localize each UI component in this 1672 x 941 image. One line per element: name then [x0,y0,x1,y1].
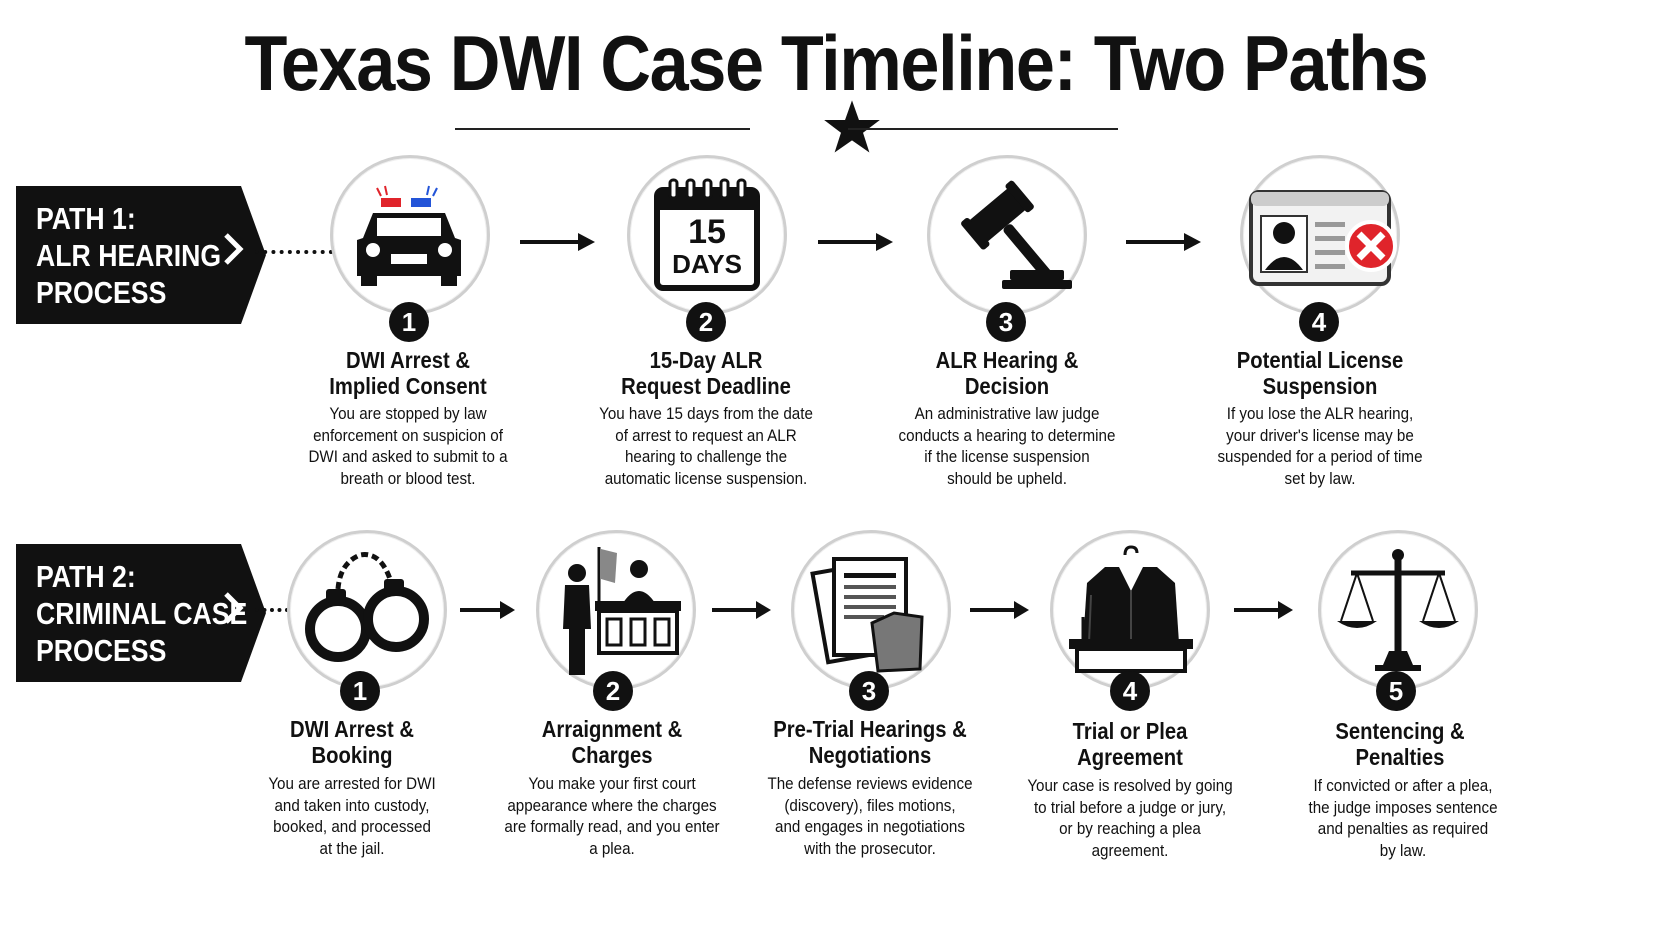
license-revoked-icon [1249,190,1397,286]
path2-step3-circle [791,530,951,690]
page-title: Texas DWI Case Timeline: Two Paths [244,19,1429,107]
path1-step2-circle [627,155,787,315]
police-car-icon [357,185,461,286]
step-number-badge: 4 [1299,302,1339,342]
title-rule-right [848,128,1118,130]
path2-label-line: CRIMINAL CASE [36,596,248,631]
scales-icon [1337,549,1459,671]
step-number-badge: 2 [686,302,726,342]
step-description: If you lose the ALR hearing,your driver'… [1217,405,1423,488]
step-title: Pre-Trial Hearings &Negotiations [773,716,967,768]
gavel-icon [961,180,1072,289]
calendar-number: 15 [688,213,726,251]
step-number-badge: 3 [849,671,889,711]
path2-label-line: PATH 2: [36,559,136,594]
arrow-right-icon [712,601,771,619]
calendar-icon [654,178,760,291]
step-number-badge: 2 [593,671,633,711]
star-icon [824,100,880,153]
step-title: Arraignment &Charges [541,716,683,768]
handcuffs-icon [305,552,429,662]
arrow-right-icon [520,233,595,251]
step-title: DWI Arrest &Implied Consent [329,347,487,399]
step-description: The defense reviews evidence(discovery),… [767,775,973,858]
path2-step5-circle [1318,530,1478,690]
step-number-badge: 1 [389,302,429,342]
arrow-right-icon [818,233,893,251]
arrow-right-icon [1234,601,1293,619]
path1-label-line: ALR HEARING [36,238,222,273]
path2-step1-circle [287,530,447,690]
path2-label-line: PROCESS [36,633,167,668]
path2-step2-circle [536,530,696,690]
step-title: Sentencing &Penalties [1335,718,1465,770]
path1-step3-circle [927,155,1087,315]
step-number-badge: 5 [1376,671,1416,711]
judge-robe-icon [1069,545,1193,673]
path2-connector [255,608,289,612]
step-number-badge: 1 [340,671,380,711]
path1-connector [255,250,333,254]
path1-label-line: PROCESS [36,275,167,310]
arrow-right-icon [1126,233,1201,251]
step-description: If convicted or after a plea,the judge i… [1308,777,1498,860]
chevron-right-icon [224,233,244,265]
step-number-badge: 3 [986,302,1026,342]
arrow-right-icon [460,601,515,619]
arrow-right-icon [970,601,1029,619]
title-rule-left [455,128,750,130]
path2-banner: PATH 2: CRIMINAL CASE PROCESS [16,544,266,682]
calendar-days-label: DAYS [672,249,742,279]
step-number-badge: 4 [1110,671,1150,711]
path1-step1-circle [330,155,490,315]
path1-label-line: PATH 1: [36,201,136,236]
step-title: ALR Hearing &Decision [935,347,1079,399]
path1-banner: PATH 1: ALR HEARING PROCESS [16,186,266,324]
documents-icon [810,557,924,673]
courtroom-icon [563,547,681,675]
step-title: DWI Arrest &Booking [289,716,415,768]
chevron-right-icon [224,592,244,624]
path1-step4-circle [1240,155,1400,315]
path2-step4-circle [1050,530,1210,690]
